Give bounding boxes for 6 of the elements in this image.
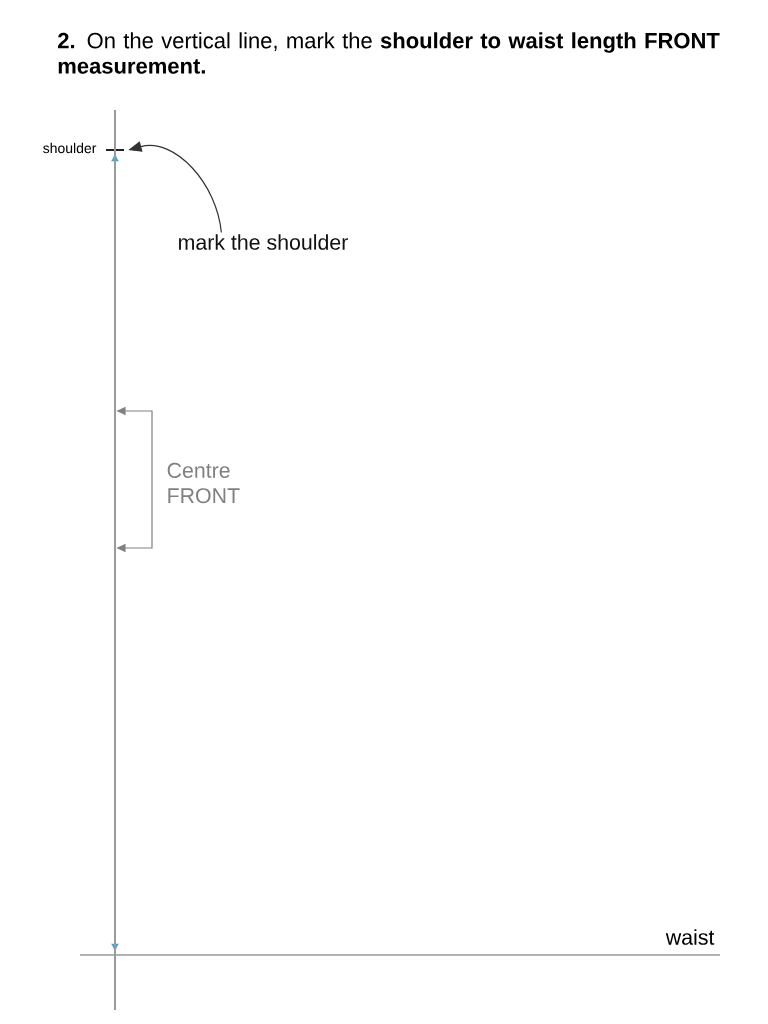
title: 2. On the vertical line, mark the shoulder to waist length FRONT measurement. bbox=[58, 32, 720, 74]
annotation-text: Centre FRONT bbox=[167, 462, 240, 504]
vertical-line bbox=[114, 110, 116, 1010]
line-label: waist bbox=[665, 929, 715, 945]
annotation-text: mark the shoulder bbox=[179, 234, 348, 250]
point-label: shoulder bbox=[43, 142, 97, 154]
